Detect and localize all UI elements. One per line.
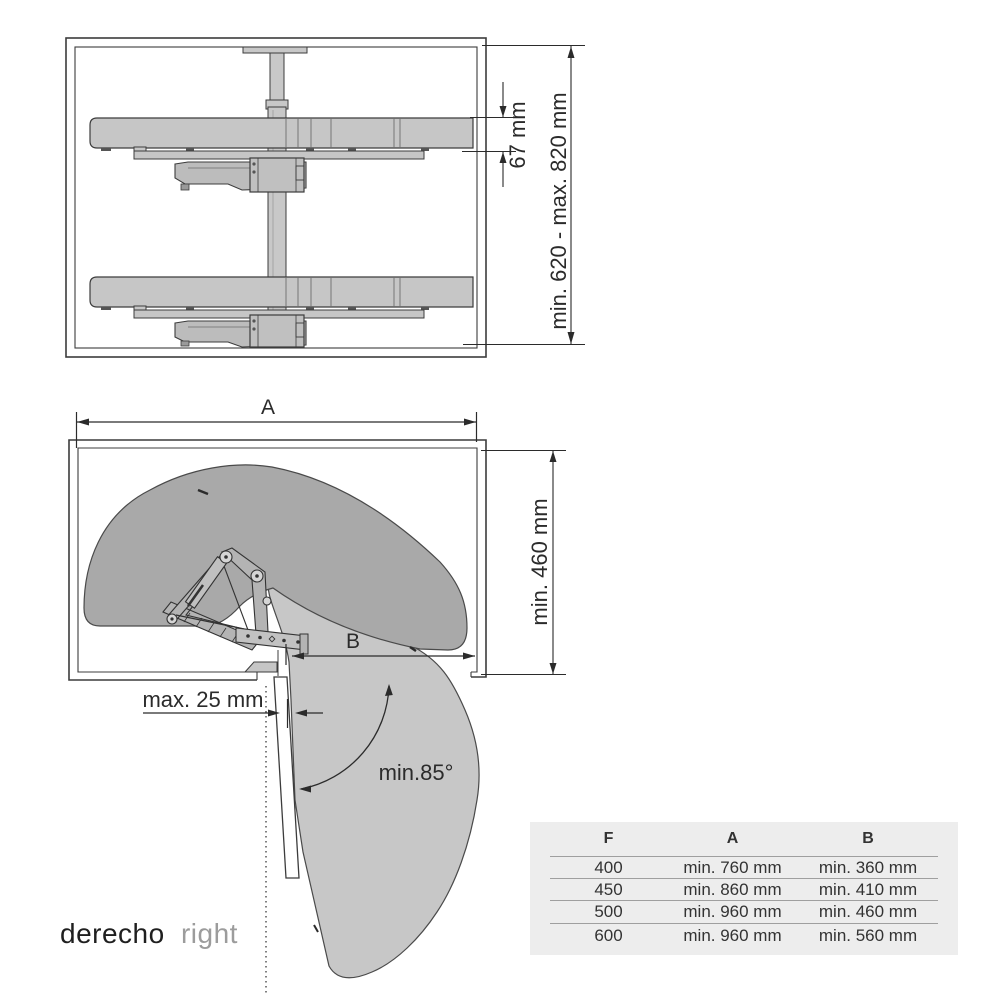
dimension-a-label: A [261, 396, 275, 419]
door-gap-label: max. 25 mm [142, 687, 263, 712]
spec-table: F A B 400 min. 760 mm min. 360 mm 450 mi… [530, 822, 958, 955]
table-row: 500 min. 960 mm min. 460 mm [550, 900, 938, 923]
cell-a: min. 760 mm [683, 857, 782, 877]
depth-label: min. 460 mm [527, 498, 552, 625]
table-row: 600 min. 960 mm min. 560 mm [550, 923, 938, 947]
swing-mechanism [162, 547, 309, 655]
opening-angle-label: min.85° [379, 760, 454, 785]
cabinet-carcass-plan [68, 439, 487, 681]
cell-a: min. 860 mm [683, 879, 782, 899]
header-a: A [726, 830, 739, 847]
door-panel [273, 650, 300, 879]
header-f: F [603, 830, 614, 847]
orientation-spanish: derecho [60, 918, 165, 949]
plan-view: A min. 460 mm B max. 25 mm [68, 396, 566, 995]
cell-b: min. 560 mm [818, 925, 918, 945]
cell-f: 450 [594, 879, 623, 899]
cell-b: min. 460 mm [818, 902, 918, 921]
table-row: 450 min. 860 mm min. 410 mm [550, 878, 938, 900]
cell-f: 400 [594, 857, 623, 877]
lower-shelf-assembly [89, 276, 474, 348]
upper-shelf-assembly [89, 117, 474, 193]
cell-b: min. 360 mm [818, 857, 918, 877]
cell-f: 600 [594, 925, 623, 945]
opening-angle-arc [299, 684, 393, 793]
cell-f: 500 [594, 902, 623, 921]
header-b: B [862, 830, 874, 847]
spec-table-header: F A B [550, 822, 938, 856]
shelf-clearance-label: 67 mm [505, 101, 530, 168]
elevation-view: 67 mm min. 620 - max. 820 mm [65, 37, 585, 358]
cell-b: min. 410 mm [818, 879, 918, 899]
orientation-caption: derecho right [60, 918, 238, 950]
dimension-shelf-clearance [462, 82, 516, 187]
orientation-english: right [180, 918, 238, 949]
height-range-label: min. 620 - max. 820 mm [546, 92, 571, 329]
dimension-b-label: B [346, 630, 360, 653]
front-filler-panel [243, 661, 278, 673]
dimension-b [285, 644, 475, 665]
cell-a: min. 960 mm [683, 925, 782, 945]
cell-a: min. 960 mm [683, 902, 782, 921]
dimension-depth [481, 449, 566, 676]
dimension-height-range [463, 44, 585, 346]
spec-table-body: 400 min. 760 mm min. 360 mm 450 min. 860… [550, 856, 938, 947]
tray-stored-position [83, 464, 468, 653]
table-row: 400 min. 760 mm min. 360 mm [550, 856, 938, 878]
dimension-door-gap [143, 699, 323, 728]
dimension-a [75, 412, 478, 448]
